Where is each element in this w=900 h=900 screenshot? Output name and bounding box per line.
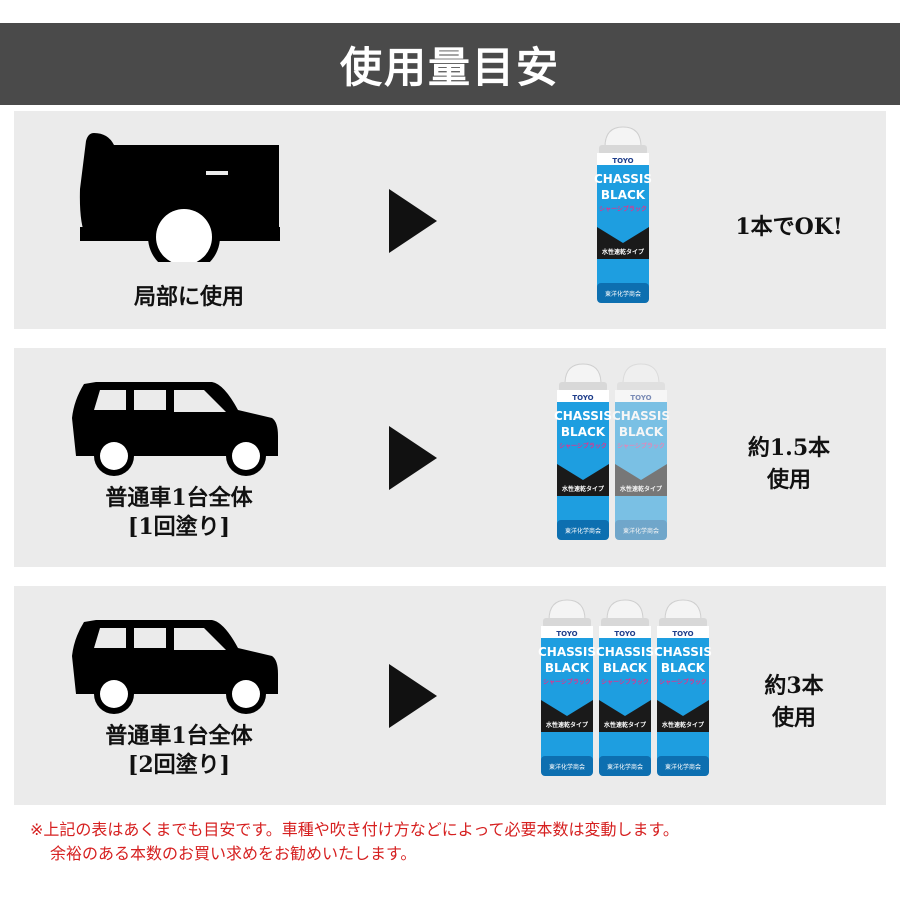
svg-text:東洋化学商会: 東洋化学商会 — [665, 763, 701, 771]
svg-text:水性速乾タイプ: 水性速乾タイプ — [546, 721, 589, 729]
svg-text:シャーシブラック: シャーシブラック — [659, 678, 707, 686]
svg-text:東洋化学商会: 東洋化学商会 — [605, 290, 641, 298]
svg-text:水性速乾タイプ: 水性速乾タイプ — [602, 248, 645, 256]
usage-line: [2回塗り] — [127, 752, 231, 778]
svg-text:TOYO: TOYO — [612, 157, 633, 165]
svg-text:CHASSIS: CHASSIS — [538, 645, 596, 659]
usage-caption: 普通車1台全体 [2回塗り] — [29, 722, 329, 780]
svg-text:BLACK: BLACK — [561, 425, 606, 439]
svg-text:水性速乾タイプ: 水性速乾タイプ — [662, 721, 705, 729]
svg-text:CHASSIS: CHASSIS — [596, 645, 654, 659]
suv-icon — [72, 620, 278, 714]
result-text: 約3本 使用 — [719, 670, 869, 734]
result-line: 使用 — [766, 467, 811, 493]
result-line: 使用 — [771, 705, 816, 731]
svg-text:CHASSIS: CHASSIS — [612, 409, 670, 423]
truck-rear-icon — [79, 133, 280, 262]
page-title: 使用量目安 — [339, 42, 560, 92]
svg-text:水性速乾タイプ: 水性速乾タイプ — [562, 485, 605, 493]
svg-text:水性速乾タイプ: 水性速乾タイプ — [604, 721, 647, 729]
svg-text:TOYO: TOYO — [556, 630, 577, 638]
svg-text:BLACK: BLACK — [619, 425, 664, 439]
svg-text:BLACK: BLACK — [545, 661, 590, 675]
svg-text:シャーシブラック: シャーシブラック — [601, 678, 649, 686]
svg-text:CHASSIS: CHASSIS — [654, 645, 712, 659]
usage-row-partial: 局部に使用 TOYO CHASSIS BLACK シャーシブラック水性速乾タイプ東洋化… — [14, 111, 886, 329]
svg-text:シャーシブラック: シャーシブラック — [559, 442, 607, 450]
result-text: 約1.5本 使用 — [714, 432, 864, 496]
svg-text:TOYO: TOYO — [630, 394, 651, 402]
result-line: 約3本 — [764, 673, 824, 699]
svg-text:シャーシブラック: シャーシブラック — [617, 442, 665, 450]
svg-text:TOYO: TOYO — [614, 630, 635, 638]
result-text: 1本でOK! — [714, 211, 864, 243]
play-arrow-icon — [389, 664, 437, 728]
svg-text:東洋化学商会: 東洋化学商会 — [623, 527, 659, 535]
usage-line: 普通車1台全体 — [105, 485, 253, 511]
svg-text:BLACK: BLACK — [601, 188, 646, 202]
svg-text:TOYO: TOYO — [672, 630, 693, 638]
svg-text:CHASSIS: CHASSIS — [594, 172, 652, 186]
svg-text:シャーシブラック: シャーシブラック — [543, 678, 591, 686]
svg-text:東洋化学商会: 東洋化学商会 — [607, 763, 643, 771]
svg-text:TOYO: TOYO — [572, 394, 593, 402]
spray-can-icons: TOYOCHASSISBLACKシャーシブラック水性速乾タイプ東洋化学商会TOY… — [554, 363, 670, 540]
note-line: ※上記の表はあくまでも目安です。車種や吹き付け方などによって必要本数は変動します… — [30, 820, 679, 839]
usage-caption: 普通車1台全体 [1回塗り] — [29, 484, 329, 542]
svg-text:BLACK: BLACK — [661, 661, 706, 675]
play-arrow-icon — [389, 426, 437, 490]
play-arrow-icon — [389, 189, 437, 253]
header-banner: 使用量目安 — [0, 23, 900, 105]
svg-text:BLACK: BLACK — [603, 661, 648, 675]
usage-line: 局部に使用 — [133, 284, 244, 310]
result-line: 約1.5本 — [747, 435, 831, 461]
svg-text:CHASSIS: CHASSIS — [554, 409, 612, 423]
usage-line: 普通車1台全体 — [105, 723, 253, 749]
svg-text:東洋化学商会: 東洋化学商会 — [549, 763, 585, 771]
svg-text:シャーシブラック: シャーシブラック — [599, 205, 647, 213]
result-line: 1本でOK! — [735, 214, 843, 240]
usage-caption: 局部に使用 — [39, 283, 339, 312]
suv-icon — [72, 382, 278, 476]
svg-text:東洋化学商会: 東洋化学商会 — [565, 527, 601, 535]
spray-can-icons: TOYOCHASSISBLACKシャーシブラック水性速乾タイプ東洋化学商会TOY… — [538, 599, 712, 776]
note-line: 余裕のある本数のお買い求めをお勧めいたします。 — [50, 844, 417, 863]
disclaimer-note: ※上記の表はあくまでも目安です。車種や吹き付け方などによって必要本数は変動します… — [30, 818, 890, 866]
svg-text:水性速乾タイプ: 水性速乾タイプ — [620, 485, 663, 493]
spray-can-group: TOYO CHASSIS BLACK シャーシブラック水性速乾タイプ東洋化学商会 — [594, 125, 652, 311]
usage-line: [1回塗り] — [127, 514, 231, 540]
